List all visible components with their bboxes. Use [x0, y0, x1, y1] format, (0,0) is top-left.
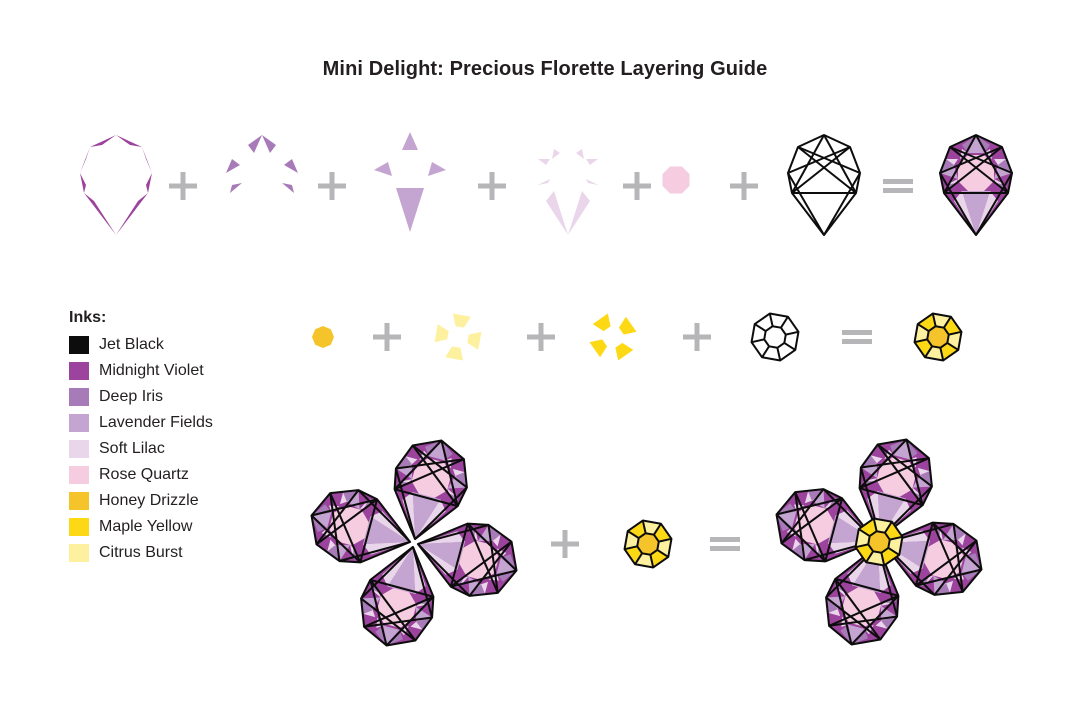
layer-jet-black-outline [787, 134, 861, 236]
equals-icon [842, 330, 872, 344]
layer-jet-black-outline [748, 310, 802, 364]
legend-item-deep-iris: Deep Iris [69, 384, 213, 410]
swatch-lavender-fields [69, 414, 89, 432]
legend-label: Soft Lilac [99, 440, 165, 457]
legend-label: Deep Iris [99, 388, 164, 405]
swatch-soft-lilac [69, 440, 89, 458]
legend-item-midnight-violet: Midnight Violet [69, 358, 213, 384]
legend-item-lavender-fields: Lavender Fields [69, 410, 213, 436]
plus-icon [551, 530, 579, 558]
legend-label: Maple Yellow [99, 518, 193, 535]
plus-icon [730, 172, 758, 200]
swatch-jet-black [69, 336, 89, 354]
legend-label: Honey Drizzle [99, 492, 199, 509]
plus-icon [373, 323, 401, 351]
legend-label: Rose Quartz [99, 466, 189, 483]
legend-item-rose-quartz: Rose Quartz [69, 462, 213, 488]
swatch-honey-drizzle [69, 492, 89, 510]
equals-icon [883, 179, 913, 193]
plus-icon [623, 172, 651, 200]
legend-label: Midnight Violet [99, 362, 204, 379]
layer-lavender-fields [374, 132, 446, 232]
legend-heading: Inks: [69, 309, 107, 326]
swatch-midnight-violet [69, 362, 89, 380]
legend-label: Jet Black [99, 336, 164, 353]
legend-item-jet-black: Jet Black [69, 332, 213, 358]
layer-midnight-violet [80, 135, 152, 235]
four-pear-petals [302, 431, 526, 655]
swatch-maple-yellow [69, 518, 89, 536]
legend-item-citrus-burst: Citrus Burst [69, 540, 213, 566]
row-pear-petal [80, 132, 1012, 236]
plus-icon [169, 172, 197, 200]
legend-item-honey-drizzle: Honey Drizzle [69, 488, 213, 514]
layer-rose-quartz [662, 166, 690, 194]
plus-icon [683, 323, 711, 351]
layer-maple-yellow [587, 311, 639, 363]
row-florette-assembly [302, 430, 991, 655]
plus-icon [478, 172, 506, 200]
legend-label: Lavender Fields [99, 414, 213, 431]
finished-florette [767, 430, 991, 654]
plus-icon [527, 323, 555, 351]
swatch-citrus-burst [69, 544, 89, 562]
octagon-center [622, 518, 673, 569]
layer-citrus-burst [432, 311, 484, 363]
legend-item-maple-yellow: Maple Yellow [69, 514, 213, 540]
layer-deep-iris [226, 135, 298, 193]
swatch-rose-quartz [69, 466, 89, 484]
layer-honey-drizzle [312, 326, 334, 348]
legend-item-soft-lilac: Soft Lilac [69, 436, 213, 462]
swatch-deep-iris [69, 388, 89, 406]
row-octagon-center [312, 310, 964, 364]
ink-legend: Inks: Jet Black Midnight Violet Deep Iri… [69, 309, 213, 566]
finished-pear-petal [940, 135, 1012, 235]
layer-soft-lilac [538, 149, 598, 235]
plus-icon [318, 172, 346, 200]
finished-octagon-center [912, 311, 963, 362]
equals-icon [710, 537, 740, 551]
page-title: Mini Delight: Precious Florette Layering… [322, 58, 768, 80]
legend-label: Citrus Burst [99, 544, 183, 561]
